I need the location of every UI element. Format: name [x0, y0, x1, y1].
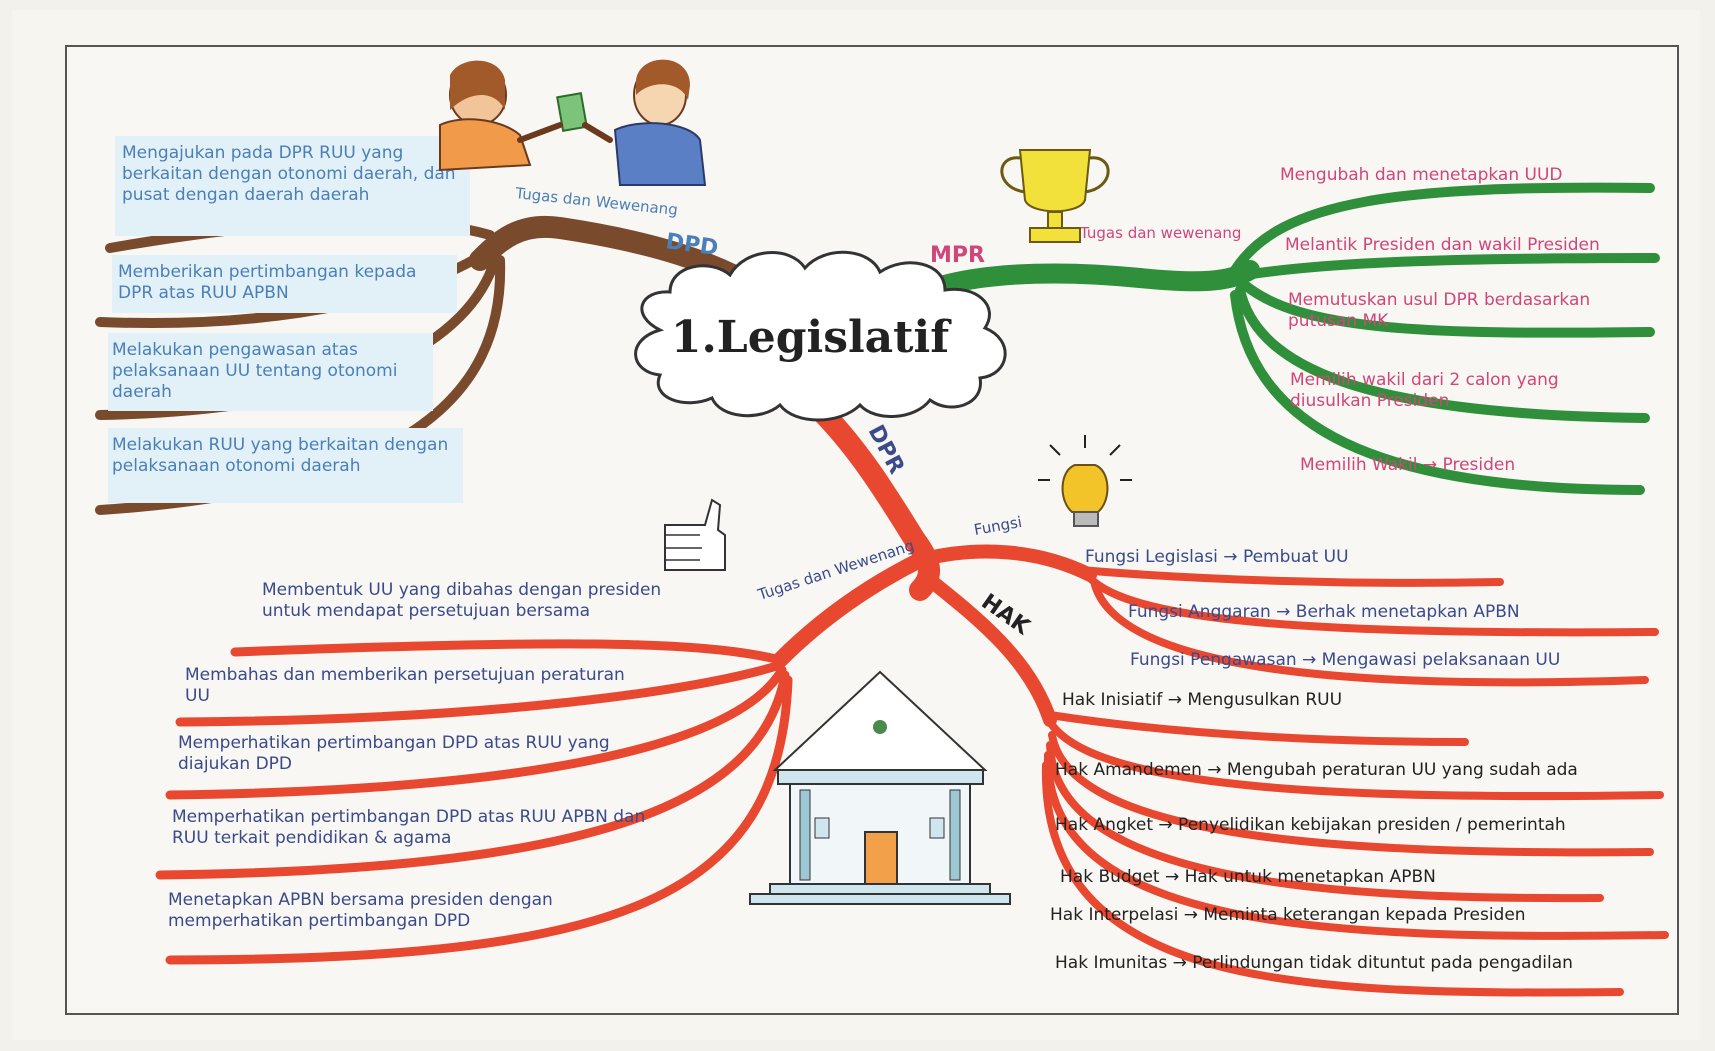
building-illustration [749, 670, 1011, 905]
dpd-branch: DPD Tugas dan Wewenang Mengajukan pada D… [95, 136, 786, 515]
dpr-tugas-twig-3 [165, 665, 787, 800]
mpr-item-4: Memilih wakil dari 2 calon yang diusulka… [1290, 370, 1564, 411]
dpr-tugas-twig-5 [165, 675, 793, 965]
dpr-hak-item-3: Hak Angket → Penyelidikan kebijakan pres… [1055, 815, 1566, 835]
dpr-tugas-item-4: Memperhatikan pertimbangan DPD atas RUU … [172, 807, 651, 848]
dpd-item-4: Melakukan RUU yang berkaitan dengan pela… [112, 435, 454, 476]
center-node: 1.Legislatif [634, 250, 1007, 422]
dpr-hak-item-2: Hak Amandemen → Mengubah peraturan UU ya… [1055, 760, 1578, 780]
dpr-tugas-item-5: Menetapkan APBN bersama presiden dengan … [168, 890, 558, 931]
mpr-item-5: Memilih Wakil → Presiden [1300, 455, 1515, 475]
dpr-tugas-twig-1 [230, 639, 785, 665]
dpr-trunk [809, 399, 940, 601]
dpr-hak-twig-5 [1043, 751, 1669, 940]
mpr-branch-label: MPR [930, 243, 985, 268]
dpr-tugas-twig-4 [155, 670, 790, 880]
mpr-twig-4 [1235, 285, 1650, 423]
dpr-fungsi-twig-2 [1086, 574, 1659, 637]
dpr-hak-item-6: Hak Imunitas → Perlindungan tidak ditunt… [1055, 953, 1573, 973]
dpr-tugas-trunk [772, 552, 928, 668]
dpd-item-2: Memberikan pertimbangan kepada DPR atas … [118, 262, 422, 303]
dpr-hak-trunk [923, 573, 1057, 727]
dpr-tugas-item-3: Memperhatikan pertimbangan DPD atas RUU … [178, 733, 615, 774]
mpr-item-3: Memutuskan usul DPR berdasarkan putusan … [1288, 290, 1596, 331]
dpr-tugas-item-1: Membentuk UU yang dibahas dengan preside… [262, 580, 667, 621]
trophy-illustration [1000, 149, 1110, 243]
mpr-twig-1 [1230, 182, 1655, 275]
center-title: 1.Legislatif [671, 312, 952, 363]
mpr-item-2: Melantik Presiden dan wakil Presiden [1285, 235, 1600, 255]
mpr-branch: MPR Tugas dan wewenang Mengubah dan mene… [895, 165, 1660, 495]
thumbs-up-illustration [664, 498, 726, 571]
mpr-twig-5 [1230, 290, 1645, 495]
mpr-twig-3 [1240, 280, 1655, 338]
dpr-fungsi-item-1: Fungsi Legislasi → Pembuat UU [1085, 547, 1349, 567]
mpr-sub-label: Tugas dan wewenang [1079, 224, 1241, 242]
dpd-item-bg-3 [108, 333, 433, 411]
dpr-fungsi-twig-3 [1091, 581, 1649, 687]
dpr-hak-twig-2 [1048, 721, 1664, 801]
dpr-branch: DPR Tugas dan Wewenang Fungsi HAK Memben… [155, 399, 1669, 997]
center-cloud [634, 250, 1007, 422]
dpd-item-bg-1 [115, 136, 470, 236]
dpr-fungsi-item-2: Fungsi Anggaran → Berhak menetapkan APBN [1128, 602, 1520, 622]
dpr-tugas-item-2: Membahas dan memberikan persetujuan pera… [185, 665, 630, 706]
dpr-fungsi-trunk [913, 544, 1097, 582]
dpr-hak-twig-4 [1046, 741, 1604, 903]
dpr-hak-twig-1 [1046, 711, 1469, 746]
mpr-item-1: Mengubah dan menetapkan UUD [1280, 165, 1562, 185]
dpr-hak-item-1: Hak Inisiatif → Mengusulkan RUU [1062, 690, 1342, 710]
dpd-item-bg-2 [112, 255, 457, 313]
dpr-hak-item-5: Hak Interpelasi → Meminta keterangan kep… [1050, 905, 1526, 925]
handshake-illustration [439, 59, 707, 186]
mpr-trunk [895, 260, 1260, 310]
dpr-fungsi-item-3: Fungsi Pengawasan → Mengawasi pelaksanaa… [1130, 650, 1560, 670]
dpr-hak-twig-3 [1048, 731, 1654, 857]
dpr-hak-twig-6 [1041, 761, 1624, 997]
dpr-fungsi-twig-1 [1076, 566, 1504, 587]
dpr-tugas-twig-2 [175, 660, 785, 727]
dpd-item-bg-4 [108, 428, 463, 503]
dpd-item-3: Melakukan pengawasan atas pelaksanaan UU… [112, 340, 403, 402]
dpd-item-1: Mengajukan pada DPR RUU yang berkaitan d… [122, 143, 461, 205]
mpr-twig-2 [1240, 253, 1660, 280]
lightbulb-illustration [1038, 435, 1132, 527]
dpr-hak-item-4: Hak Budget → Hak untuk menetapkan APBN [1060, 867, 1436, 887]
